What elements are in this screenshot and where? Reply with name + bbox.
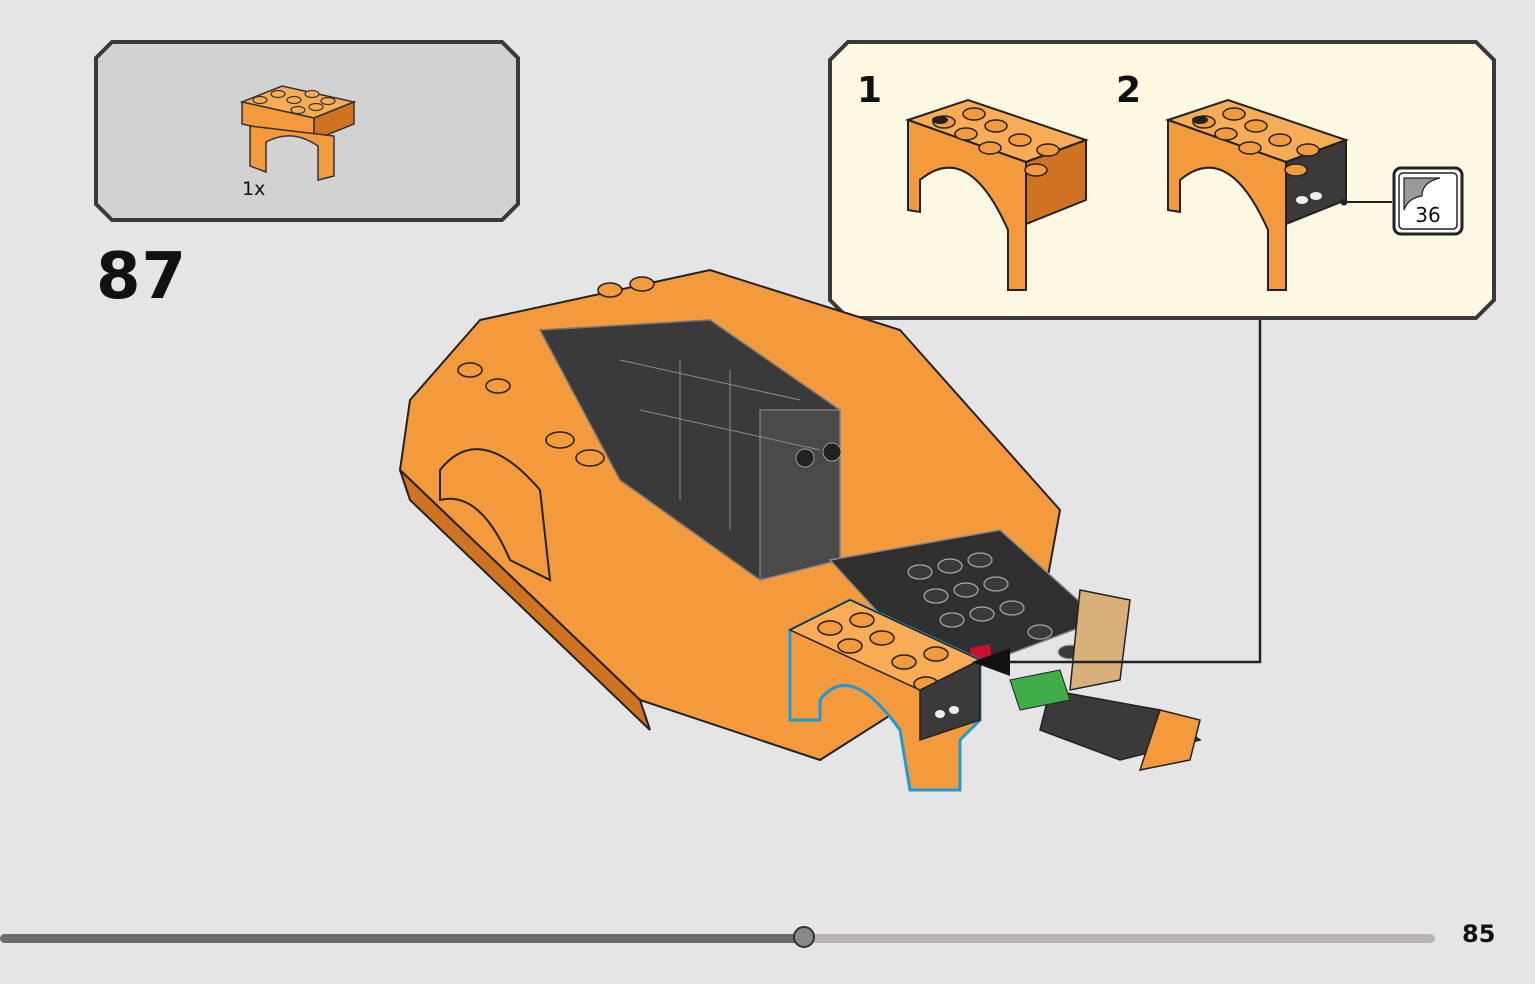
sticker-number: 36	[1415, 203, 1441, 227]
car-model-illustration	[398, 268, 1202, 792]
mudguard-part-icon	[239, 85, 357, 181]
new-mudguard-highlight	[788, 598, 982, 792]
part-quantity: 1x	[242, 178, 266, 200]
sticker-icon	[1392, 166, 1464, 236]
substep-1-mudguard-icon	[904, 98, 1090, 291]
substep-1-number: 1	[857, 70, 883, 111]
parts-callout	[94, 40, 520, 222]
substep-2-number: 2	[1116, 70, 1142, 111]
progress-fill	[0, 934, 804, 943]
progress-thumb	[792, 926, 815, 948]
sub-assembly-callout	[828, 40, 1496, 320]
page-number: 85	[1462, 920, 1496, 948]
step-number: 87	[96, 240, 188, 314]
